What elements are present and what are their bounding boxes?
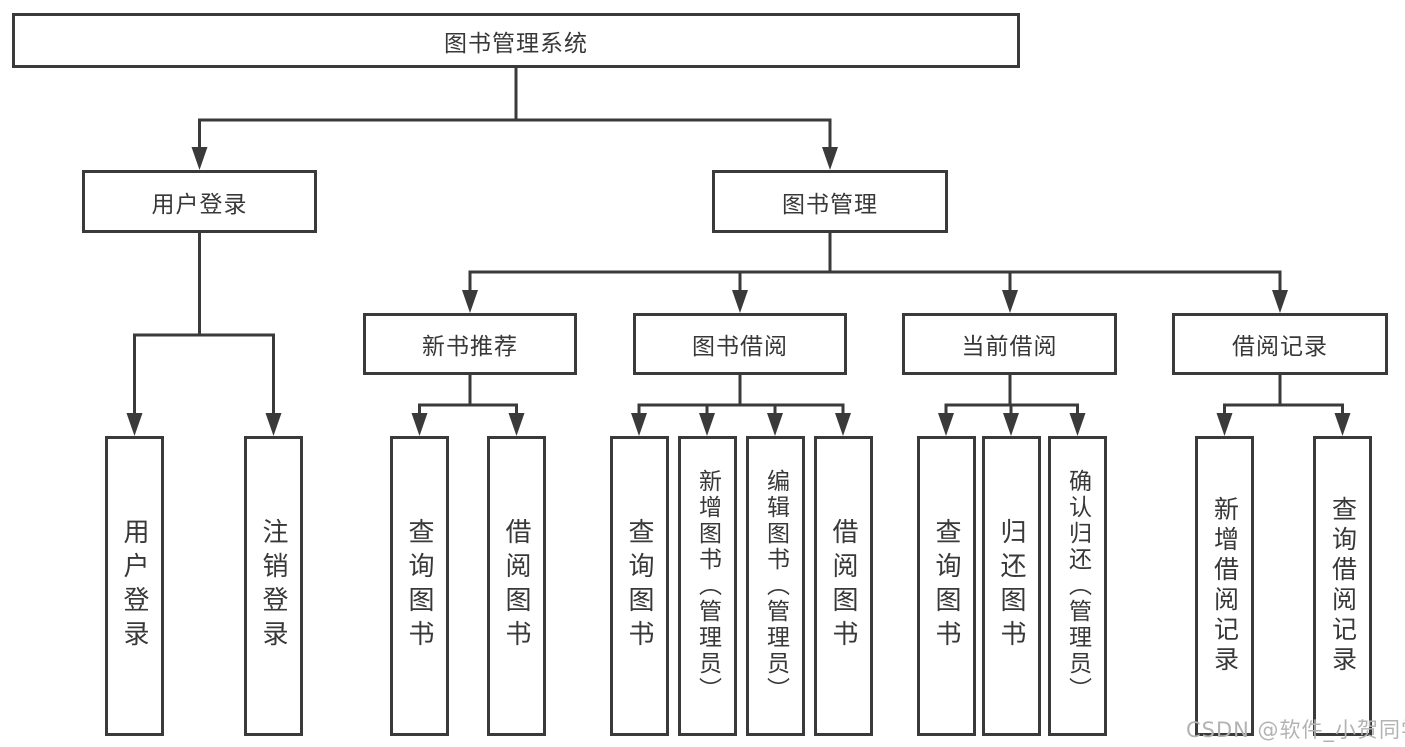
leaf-label: 编辑图书（管理员） <box>762 469 789 703</box>
node-book-borrowing: 图书借阅 <box>633 313 847 375</box>
leaf-label: 新增图书（管理员） <box>694 469 721 703</box>
node-current-borrowing: 当前借阅 <box>902 313 1117 375</box>
leaf-logout: 注销登录 <box>244 436 303 736</box>
leaf-borrow-books-borrowing: 借阅图书 <box>814 436 873 736</box>
leaf-label: 用户登录 <box>119 518 149 654</box>
leaf-query-books-current: 查询图书 <box>917 436 976 736</box>
leaf-return-books: 归还图书 <box>982 436 1041 736</box>
node-library-management-system: 图书管理系统 <box>12 13 1020 68</box>
leaf-edit-books-admin: 编辑图书（管理员） <box>746 436 805 736</box>
leaf-borrow-books-recommend: 借阅图书 <box>487 436 546 736</box>
leaf-label: 确认归还（管理员） <box>1064 469 1091 703</box>
node-user-login: 用户登录 <box>82 170 317 233</box>
leaf-confirm-return-admin: 确认归还（管理员） <box>1048 436 1107 736</box>
leaf-label: 借阅图书 <box>828 518 858 654</box>
node-book-management: 图书管理 <box>712 170 948 233</box>
leaf-label: 查询图书 <box>404 518 434 654</box>
leaf-add-books-admin: 新增图书（管理员） <box>678 436 737 736</box>
leaf-label: 注销登录 <box>258 518 288 654</box>
leaf-label: 查询图书 <box>624 518 654 654</box>
leaf-add-borrow-record: 新增借阅记录 <box>1195 436 1254 736</box>
leaf-label: 借阅图书 <box>501 518 531 654</box>
leaf-label: 归还图书 <box>996 518 1026 654</box>
leaf-label: 查询图书 <box>931 518 961 654</box>
leaf-query-borrow-record: 查询借阅记录 <box>1313 436 1372 736</box>
node-new-book-recommendation: 新书推荐 <box>363 313 577 375</box>
leaf-user-login: 用户登录 <box>105 436 164 736</box>
leaf-label: 新增借阅记录 <box>1210 496 1240 676</box>
csdn-watermark: CSDN @软件_小贺同学 <box>1186 718 1405 742</box>
node-borrowing-records: 借阅记录 <box>1172 313 1388 375</box>
leaf-query-books-borrowing: 查询图书 <box>610 436 669 736</box>
leaf-query-books-recommend: 查询图书 <box>390 436 449 736</box>
leaf-label: 查询借阅记录 <box>1328 496 1358 676</box>
